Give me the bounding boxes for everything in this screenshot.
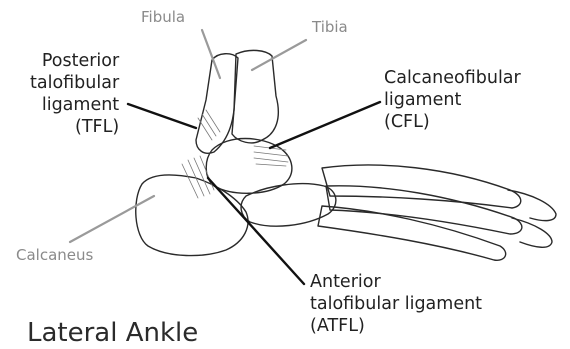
atfl-pointer bbox=[208, 178, 304, 284]
fibula-label: Fibula bbox=[141, 8, 185, 26]
atfl-label-line: talofibular ligament bbox=[310, 293, 482, 315]
ptfl-label: Posterior talofibular ligament (TFL) bbox=[30, 50, 119, 138]
calcaneus-label: Calcaneus bbox=[16, 246, 93, 264]
ptfl-label-line: Posterior bbox=[30, 50, 119, 72]
ptfl-label-line: (TFL) bbox=[30, 116, 119, 138]
midfoot-bones bbox=[241, 184, 336, 227]
metatarsal-3 bbox=[318, 206, 506, 260]
cfl-fibers bbox=[254, 146, 288, 166]
ptfl-label-line: talofibular bbox=[30, 72, 119, 94]
ptfl-fibers bbox=[198, 110, 220, 140]
atfl-label: Anterior talofibular ligament (ATFL) bbox=[310, 271, 482, 337]
tibia-bone bbox=[232, 50, 278, 143]
tibia-pointer bbox=[252, 40, 306, 70]
tibia-label: Tibia bbox=[312, 18, 348, 36]
ptfl-pointer bbox=[128, 104, 196, 128]
cfl-label-line: Calcaneofibular bbox=[384, 67, 521, 89]
ptfl-label-line: ligament bbox=[30, 94, 119, 116]
calcaneus-bone bbox=[136, 175, 248, 256]
cfl-pointer bbox=[270, 102, 380, 148]
cfl-label: Calcaneofibular ligament (CFL) bbox=[384, 67, 521, 133]
calcaneus-pointer bbox=[70, 196, 154, 242]
cfl-label-line: ligament bbox=[384, 89, 521, 111]
toe-tips bbox=[508, 190, 556, 247]
diagram-title: Lateral Ankle bbox=[27, 318, 198, 348]
cfl-label-line: (CFL) bbox=[384, 111, 521, 133]
atfl-label-line: (ATFL) bbox=[310, 315, 482, 337]
atfl-label-line: Anterior bbox=[310, 271, 482, 293]
